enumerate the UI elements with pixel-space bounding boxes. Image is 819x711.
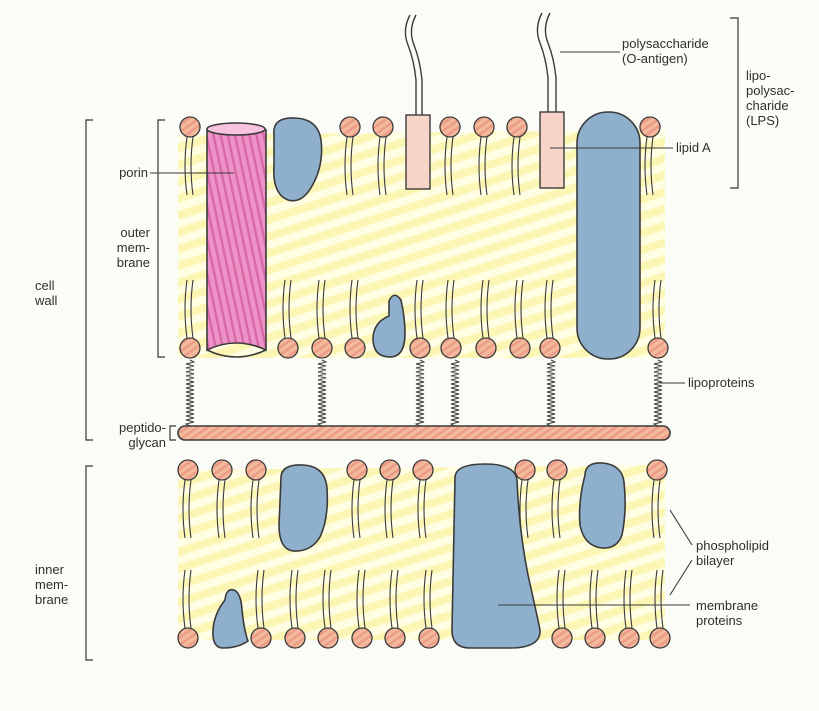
label-lps: lipo- polysac- charide (LPS) [746,68,794,128]
outer-membrane-transmembrane-protein [577,112,640,359]
lipid-head [647,460,667,480]
lipid-head [178,460,198,480]
lipid-head [178,628,198,648]
lipid-head [352,628,372,648]
lipid-head [373,117,393,137]
lipid-head [552,628,572,648]
lipid-head [212,460,232,480]
lipid-head [285,628,305,648]
lipid-head [413,460,433,480]
label-inner-membrane: inner mem- brane [35,562,68,607]
porin-top-opening [207,123,265,135]
lipid-head [640,117,660,137]
lipid-head [180,338,200,358]
lipid-head [419,628,439,648]
label-phospholipid-bilayer: phospholipid bilayer [696,538,769,568]
porin-channel [207,130,266,350]
lipid-head [650,628,670,648]
lipid-head [278,338,298,358]
lipid-head [619,628,639,648]
lipid-head [347,460,367,480]
lipid-head [180,117,200,137]
lipid-head [474,117,494,137]
lipid-head [476,338,496,358]
lipid-head [251,628,271,648]
label-membrane-proteins: membrane proteins [696,598,758,628]
lipid-head [380,460,400,480]
lipid-head [540,338,560,358]
lipid-head [312,338,332,358]
lipid-head [340,117,360,137]
lipid-head [246,460,266,480]
lipid-head [318,628,338,648]
lipid-a-block [406,115,430,189]
label-porin: porin [108,165,148,180]
lipid-head [410,338,430,358]
lipid-head [510,338,530,358]
label-peptidoglycan: peptido- glycan [100,420,166,450]
label-outer-membrane: outer mem- brane [108,225,150,270]
lipid-head [385,628,405,648]
label-lipoproteins: lipoproteins [688,375,755,390]
lipid-head [515,460,535,480]
inner-membrane-protein [580,463,626,548]
label-polysaccharide: polysaccharide (O-antigen) [622,36,709,66]
peptidoglycan-layer [178,426,670,440]
porin [207,123,266,357]
lipid-head [441,338,461,358]
lipid-head [648,338,668,358]
lipid-head [585,628,605,648]
label-lipid-a: lipid A [676,140,711,155]
lipid-a-block [540,112,564,188]
lipid-head [547,460,567,480]
label-cell-wall: cell wall [35,278,57,308]
lipid-head [345,338,365,358]
lipid-head [507,117,527,137]
inner-membrane-protein [279,465,327,551]
lipid-head [440,117,460,137]
